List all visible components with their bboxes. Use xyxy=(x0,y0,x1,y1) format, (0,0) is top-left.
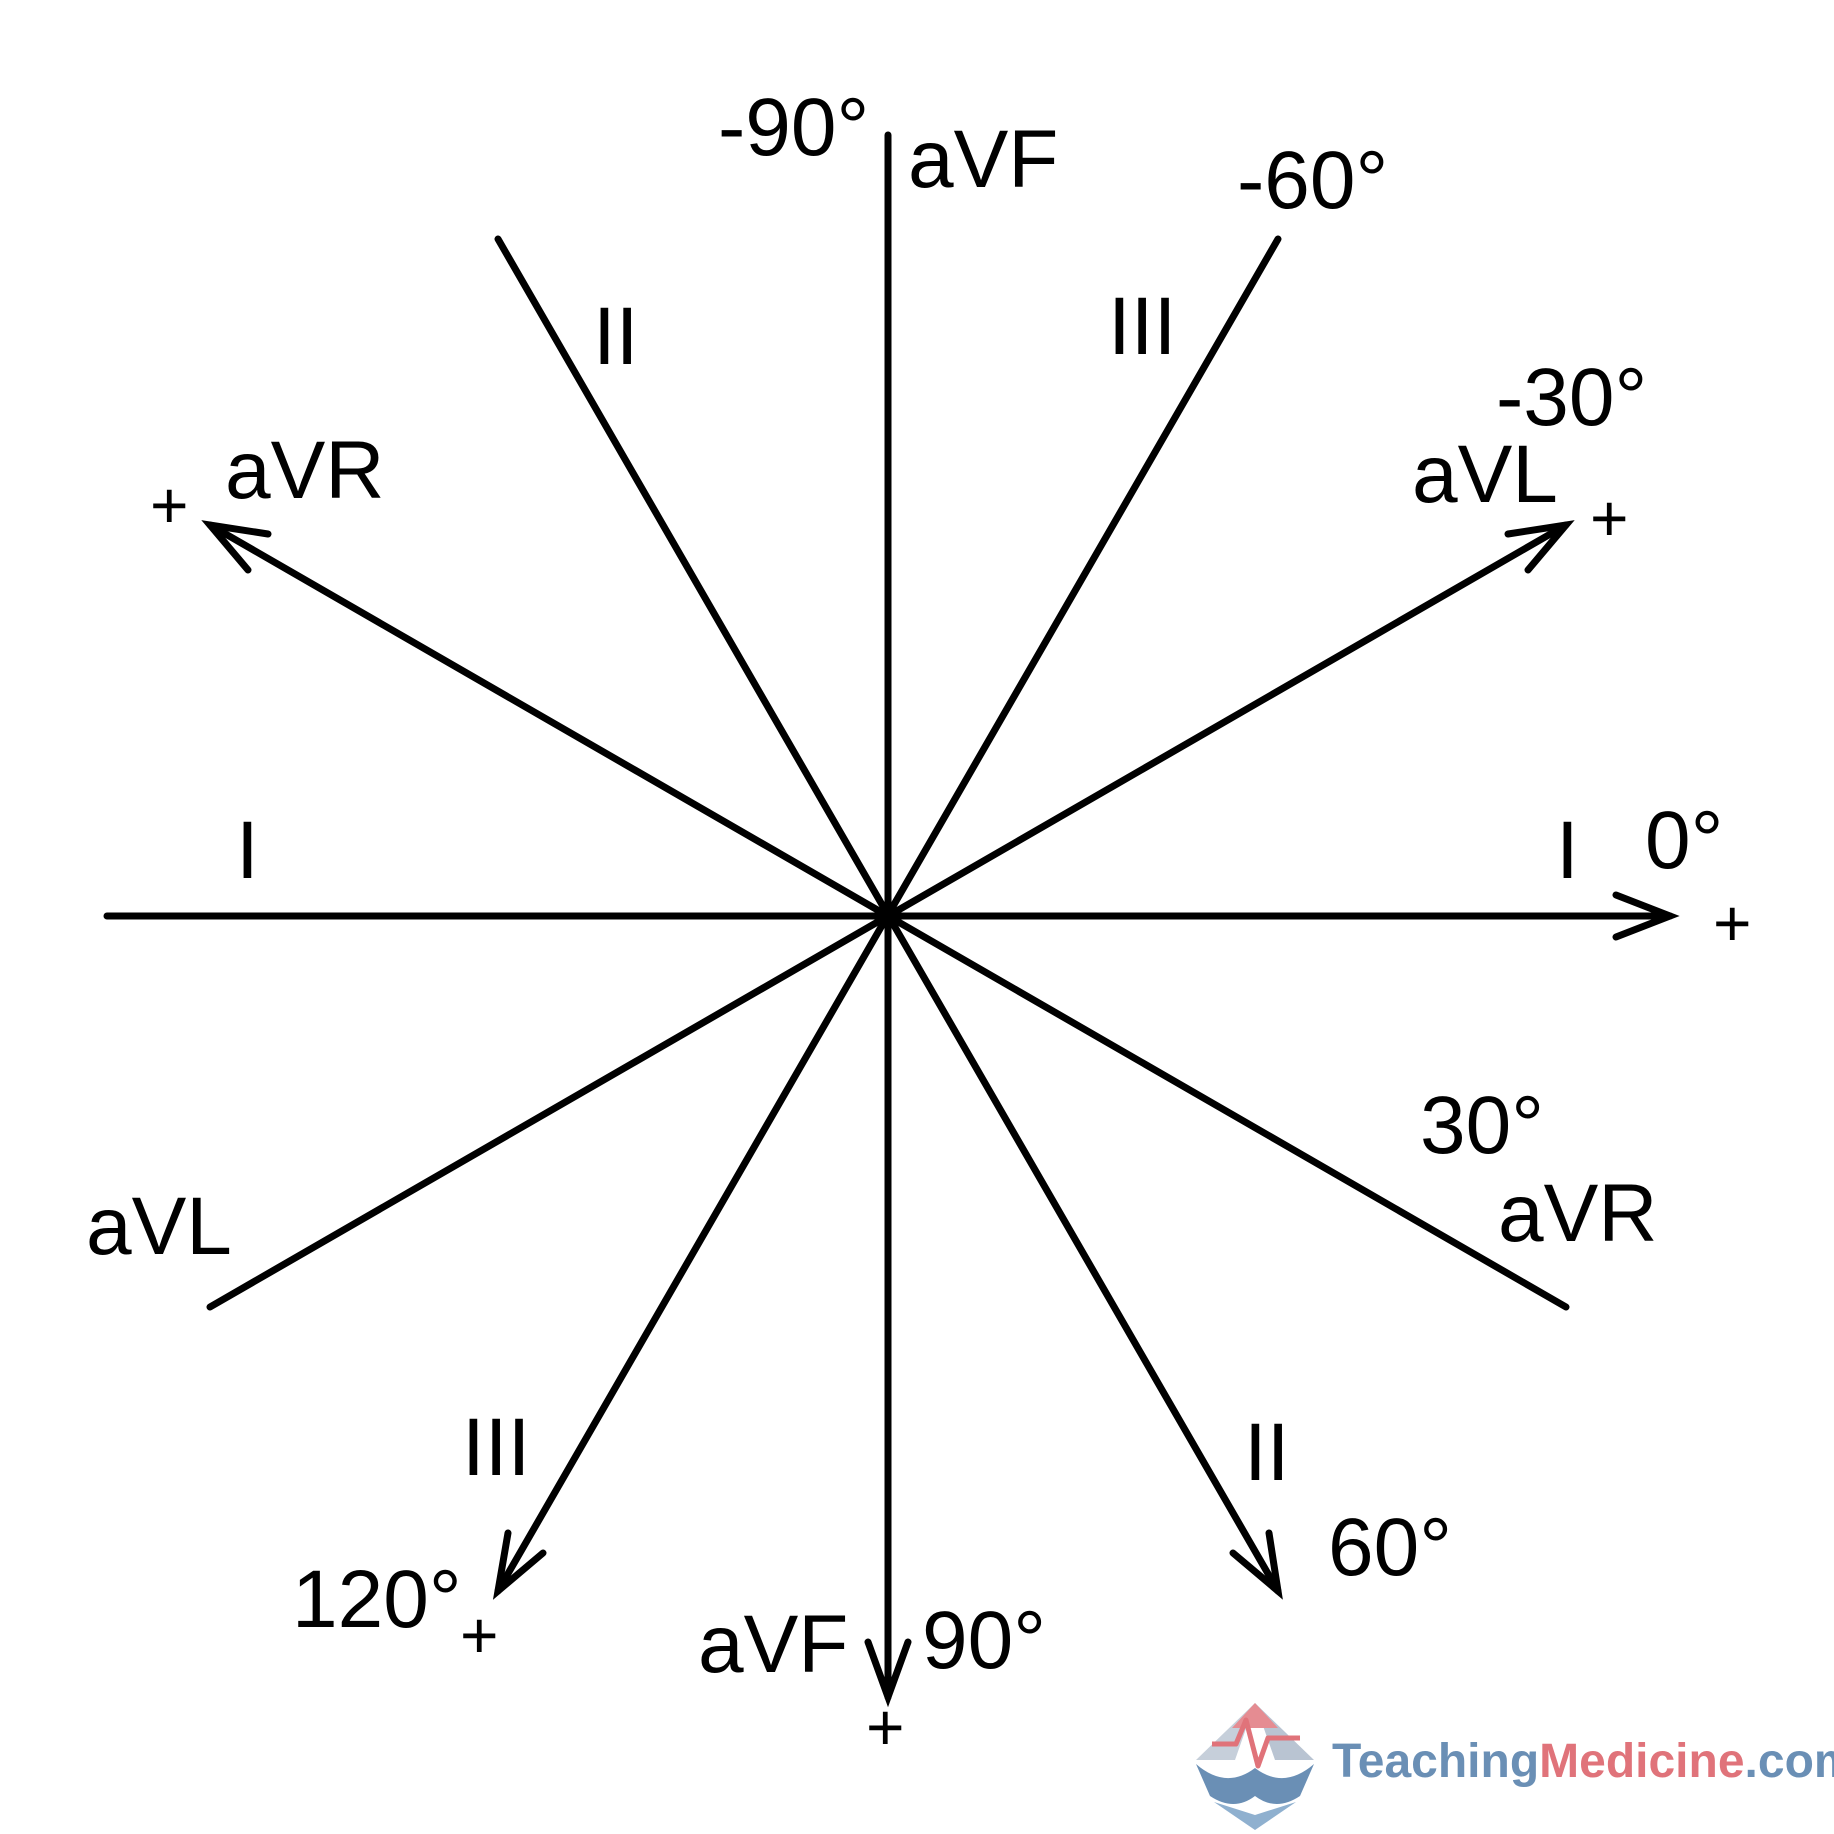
lead-i-plus: + xyxy=(1713,886,1752,960)
degree-plus120: 120° xyxy=(292,1554,462,1645)
arrowheads xyxy=(201,520,1680,1708)
degree-minus30: -30° xyxy=(1496,352,1647,443)
lead-avr-plus: + xyxy=(150,468,189,542)
lead-avl-arrowhead xyxy=(1504,520,1575,574)
lead-iii-plus: + xyxy=(460,1598,499,1672)
lead-i-arrowhead xyxy=(1612,891,1680,941)
label-avl-upper: aVL xyxy=(1412,429,1558,520)
label-avr-upper: aVR xyxy=(225,425,385,516)
lead-ii-arrowhead xyxy=(1229,1529,1283,1600)
label-i-right: I xyxy=(1556,805,1579,896)
logo-emblem-icon xyxy=(1196,1703,1314,1830)
lead-avr-arrowhead xyxy=(201,520,272,574)
logo-text-dotcom: .com xyxy=(1745,1735,1834,1788)
degree-plus60: 60° xyxy=(1328,1502,1452,1593)
label-avf-top: aVF xyxy=(908,114,1058,205)
degree-minus90: -90° xyxy=(718,82,869,173)
label-avl-lower: aVL xyxy=(86,1181,232,1272)
degree-labels: -90° -60° -30° 0° 30° 60° 90° 120° xyxy=(292,82,1723,1686)
label-avr-lower: aVR xyxy=(1498,1168,1658,1259)
label-avf-bottom: aVF xyxy=(698,1599,848,1690)
logo-text: TeachingMedicine.com xyxy=(1332,1735,1834,1788)
lead-avl-plus: + xyxy=(1590,481,1629,555)
positive-pole-markers: + + + + + xyxy=(150,468,1752,1764)
label-iii-bottom: III xyxy=(462,1402,530,1493)
label-ii-top: II xyxy=(593,291,639,382)
lead-avf-arrowhead xyxy=(864,1638,912,1708)
lead-avl-axis xyxy=(206,521,1570,1311)
teachingmedicine-logo: TeachingMedicine.com xyxy=(1196,1703,1834,1830)
label-iii-top: III xyxy=(1108,281,1176,372)
lead-labels: aVF aVF II II III III aVR aVR aVL aVL I … xyxy=(86,114,1658,1690)
degree-plus30: 30° xyxy=(1420,1080,1544,1171)
logo-text-teaching: Teaching xyxy=(1332,1735,1539,1788)
lead-axes xyxy=(103,131,1674,1701)
degree-zero: 0° xyxy=(1645,795,1723,886)
label-ii-bottom: II xyxy=(1244,1407,1290,1498)
lead-iii-arrowhead xyxy=(492,1529,547,1600)
degree-minus60: -60° xyxy=(1237,135,1388,226)
logo-text-medicine: Medicine xyxy=(1539,1735,1744,1788)
degree-plus90: 90° xyxy=(922,1595,1046,1686)
label-i-left: I xyxy=(236,805,259,896)
lead-avf-plus: + xyxy=(866,1690,905,1764)
